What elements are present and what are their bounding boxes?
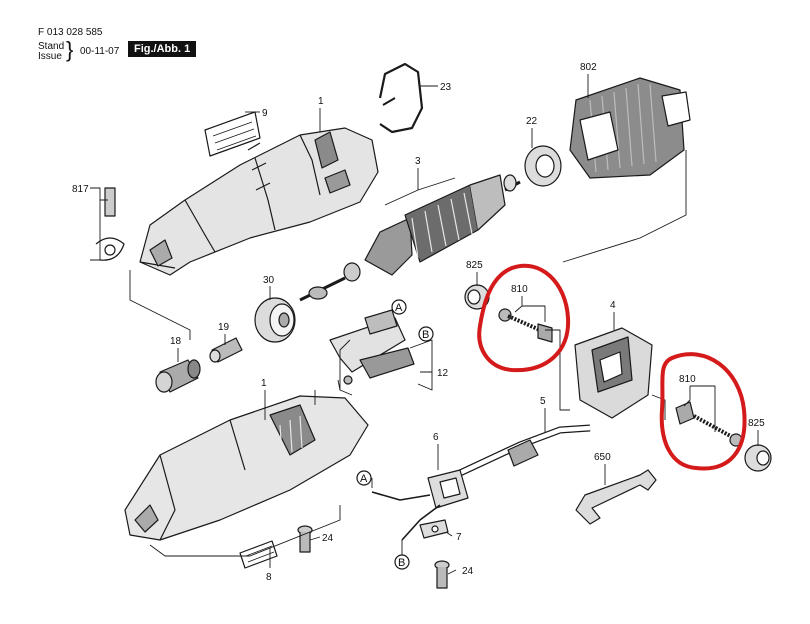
armature-part-3: [299, 174, 521, 302]
carbon-brush-part-810-right: [675, 401, 743, 447]
label-part-9: 9: [262, 108, 268, 119]
label-part-24-left: 24: [322, 533, 334, 544]
carbon-brush-part-810-left: [498, 308, 553, 343]
label-part-4: 4: [610, 300, 616, 311]
label-part-1-top: 1: [318, 96, 324, 107]
bearing-part-22: [524, 145, 562, 187]
issue-label: Issue: [38, 51, 62, 62]
issue-date: 00-11-07: [80, 46, 120, 57]
stand-label: Stand: [38, 41, 65, 52]
label-part-12: 12: [437, 368, 449, 379]
callout-b2-label: B: [398, 557, 405, 569]
part-labels: 1 9 23 3 22 802 817 30 19 18 12 825 810 …: [72, 62, 765, 583]
label-part-22: 22: [526, 116, 538, 127]
clip-part-23: [378, 62, 424, 134]
callout-b1-circle: [418, 326, 434, 342]
callout-a2-label: A: [360, 473, 368, 485]
power-cord-part-5: [443, 424, 591, 484]
housing-top-part-1: [139, 127, 379, 276]
brush-cap-part-825-right: [744, 444, 772, 472]
fan-part-30: [254, 297, 296, 343]
housing-bottom-part-1: [124, 395, 369, 541]
label-part-810-right: 810: [679, 374, 696, 385]
wires: [371, 491, 441, 541]
label-part-5: 5: [540, 396, 546, 407]
brush-holder-part-12: [329, 309, 415, 385]
collet-nut-part-18: [155, 359, 201, 393]
spindle-lock-part-817: [95, 187, 125, 261]
label-part-8: 8: [266, 572, 272, 583]
label-part-30: 30: [263, 275, 275, 286]
label-part-24-right: 24: [462, 566, 474, 577]
label-part-817: 817: [72, 184, 89, 195]
highlight-ring-left: [477, 263, 571, 373]
leader-lines: [90, 74, 759, 575]
highlight-ring-right: [659, 352, 747, 471]
label-part-810-left: 810: [511, 284, 528, 295]
callout-a1-label: A: [395, 302, 403, 314]
brace-symbol: }: [66, 37, 74, 62]
end-cap-part-4: [574, 327, 653, 419]
cord-clamp-part-7: [419, 519, 449, 539]
field-stator-part-802: [569, 77, 691, 179]
label-part-1-bottom: 1: [261, 378, 267, 389]
callout-b1-label: B: [422, 329, 429, 341]
label-part-650: 650: [594, 452, 611, 463]
label-part-3: 3: [415, 156, 421, 167]
screw-part-24-left: [297, 525, 313, 553]
label-part-825-left: 825: [466, 260, 483, 271]
callout-b2-circle: [394, 554, 410, 570]
label-part-23: 23: [440, 82, 452, 93]
nameplate-part-9: [204, 111, 261, 157]
figure-label: Fig./Abb. 1: [128, 41, 197, 57]
label-part-7: 7: [456, 532, 462, 543]
pin-part-19: [209, 337, 243, 363]
nameplate-part-8: [239, 540, 278, 569]
wrench-part-650: [575, 469, 657, 525]
label-part-802: 802: [580, 62, 597, 73]
callout-a2-circle: [356, 470, 372, 486]
doc-number: F 013 028 585: [38, 27, 103, 38]
screw-part-24-right: [434, 560, 450, 589]
label-part-18: 18: [170, 336, 182, 347]
label-part-825-right: 825: [748, 418, 765, 429]
strain-relief-part-6: [427, 469, 469, 509]
label-part-19: 19: [218, 322, 230, 333]
label-part-6: 6: [433, 432, 439, 443]
callout-a1-circle: [391, 299, 407, 315]
